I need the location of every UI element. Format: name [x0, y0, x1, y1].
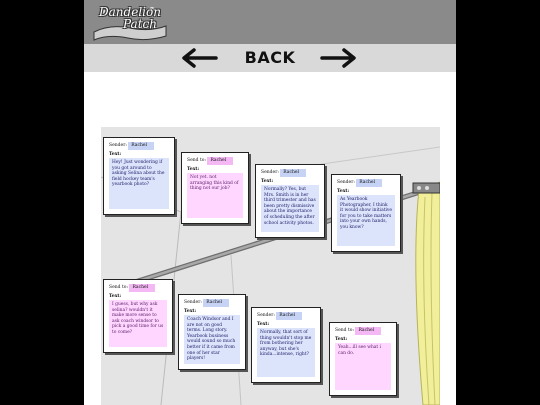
- message-contact-name: Rachel: [203, 299, 230, 307]
- message-contact-name: Rachel: [280, 169, 307, 177]
- message-contact-name: Rachel: [128, 142, 155, 150]
- message-contact-name: Rachel: [207, 157, 234, 165]
- message-contact-name: Rachel: [356, 179, 383, 187]
- message-text: Not yet. not arranging this kind of thin…: [187, 173, 243, 218]
- comic-page: Dandelion Patch BACK Sen: [84, 0, 456, 405]
- message-text: Yeah...ill see what i can do.: [335, 343, 391, 390]
- message-contact-name: Rachel: [276, 312, 303, 320]
- text-message-card: Send to: Rachel Text: I guess, but why a…: [103, 279, 173, 353]
- message-text: Normally, that sort of thing wouldn't st…: [257, 328, 315, 377]
- message-text: Normally? Yes, but Mrs. Smith is in her …: [261, 185, 319, 232]
- next-page-arrow-icon[interactable]: [320, 47, 360, 69]
- message-contact-name: Rachel: [129, 284, 156, 292]
- text-message-card: Sender: Rachel Text: Coach Windsor and I…: [178, 294, 246, 370]
- message-text: As Yearbook Photographer, I think it wou…: [337, 195, 395, 246]
- text-message-card: Sender: Rachel Text: Hey! Just wondering…: [103, 137, 175, 215]
- back-button[interactable]: BACK: [244, 48, 296, 67]
- message-text: Coach Windsor and I are not on good term…: [184, 315, 240, 364]
- message-text: I guess, but why ask selina? wouldn't it…: [109, 300, 167, 347]
- logo-wordmark: Dandelion Patch: [90, 6, 170, 30]
- text-message-card: Sender: Rachel Text: As Yearbook Photogr…: [331, 174, 401, 252]
- previous-page-arrow-icon[interactable]: [178, 47, 218, 69]
- message-text: Hey! Just wondering if you got around to…: [109, 158, 169, 209]
- comic-panel: Sender: Rachel Text: Hey! Just wondering…: [101, 127, 440, 405]
- comic-navigation: BACK: [84, 44, 456, 72]
- message-contact-name: Rachel: [355, 327, 382, 335]
- site-header: Dandelion Patch: [84, 0, 456, 44]
- text-message-card: Send to: Rachel Text: Yeah...ill see wha…: [329, 322, 397, 396]
- text-message-card: Sender: Rachel Text: Normally, that sort…: [251, 307, 321, 383]
- logo-line-1: Dandelion: [99, 5, 161, 19]
- logo-line-2: Patch: [123, 17, 157, 31]
- text-message-card: Send to: Rachel Text: Not yet. not arran…: [181, 152, 249, 224]
- text-message-card: Sender: Rachel Text: Normally? Yes, but …: [255, 164, 325, 238]
- dandelion-logo-icon[interactable]: [90, 2, 170, 42]
